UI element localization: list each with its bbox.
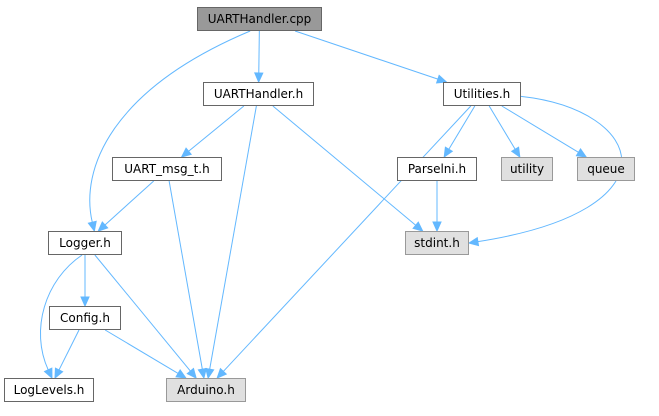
edge-uarthandler-h-to-uart-msg-t-h-arrowhead (180, 147, 193, 158)
node-stdint-h: stdint.h (405, 231, 469, 255)
edge-config-h-to-loglevels-h (58, 329, 80, 371)
edge-uart-msg-t-h-to-logger-h (104, 180, 155, 226)
edge-logger-h-to-arduino-h (94, 254, 191, 372)
edge-uarthandler-h-to-arduino-h-arrowhead (205, 367, 215, 380)
node-utilities-h[interactable]: Utilities.h (443, 82, 521, 106)
edge-logger-h-to-loglevels-h (40, 254, 83, 371)
edge-utilities-h-to-parselni-h (448, 105, 476, 150)
edge-uarthandler-h-to-arduino-h (209, 105, 257, 370)
node-parselni-h[interactable]: Parselni.h (397, 157, 477, 181)
edge-config-h-to-arduino-h-arrowhead (175, 369, 187, 379)
node-uarthandler-cpp: UARTHandler.cpp (197, 7, 322, 31)
edge-utilities-h-to-utility-arrowhead (510, 146, 521, 159)
node-logger-h[interactable]: Logger.h (48, 231, 122, 255)
edge-uarthandler-cpp-to-uarthandler-h (258, 30, 260, 74)
edge-utilities-h-to-arduino-h-arrowhead (216, 367, 228, 379)
node-uarthandler-h[interactable]: UARTHandler.h (203, 82, 314, 106)
edge-logger-h-to-config-h-arrowhead (80, 296, 90, 308)
edge-utilities-h-to-parselni-h-arrowhead (443, 146, 454, 159)
edge-parselni-h-to-stdint-h-arrowhead (432, 221, 442, 233)
node-loglevels-h[interactable]: LogLevels.h (4, 378, 94, 402)
edge-config-h-to-arduino-h (104, 329, 179, 374)
edge-utilities-h-to-arduino-h (222, 105, 472, 372)
edge-uarthandler-h-to-stdint-h-arrowhead (412, 221, 424, 232)
node-config-h[interactable]: Config.h (49, 306, 121, 330)
edge-uart-msg-t-h-to-logger-h-arrowhead (97, 221, 109, 232)
node-uart-msg-t-h[interactable]: UART_msg_t.h (112, 157, 222, 181)
node-utility: utility (501, 157, 553, 181)
edge-utilities-h-to-utility (488, 105, 516, 150)
edge-uarthandler-h-to-stdint-h (272, 105, 417, 226)
node-queue: queue (577, 157, 635, 181)
edge-uart-msg-t-h-to-arduino-h (168, 180, 203, 370)
edge-logger-h-to-loglevels-h-arrowhead (43, 367, 53, 380)
edge-utilities-h-to-queue-arrowhead (575, 148, 588, 158)
edge-utilities-h-to-stdint-h-arrowhead (467, 236, 480, 247)
edge-uarthandler-h-to-uart-msg-t-h (188, 105, 245, 152)
node-arduino-h: Arduino.h (166, 378, 246, 402)
edge-uarthandler-cpp-to-uarthandler-h-arrowhead (254, 72, 264, 84)
edge-uart-msg-t-h-to-arduino-h-arrowhead (197, 367, 207, 380)
edge-utilities-h-to-queue (501, 105, 579, 153)
edge-uarthandler-cpp-to-logger-h-arrowhead (87, 220, 97, 233)
edge-uarthandler-cpp-to-utilities-h (294, 30, 439, 80)
edge-uarthandler-cpp-to-logger-h (89, 30, 251, 223)
edge-config-h-to-loglevels-h-arrowhead (54, 367, 64, 380)
edge-uarthandler-cpp-to-utilities-h-arrowhead (435, 74, 448, 84)
edge-logger-h-to-arduino-h-arrowhead (186, 367, 197, 379)
